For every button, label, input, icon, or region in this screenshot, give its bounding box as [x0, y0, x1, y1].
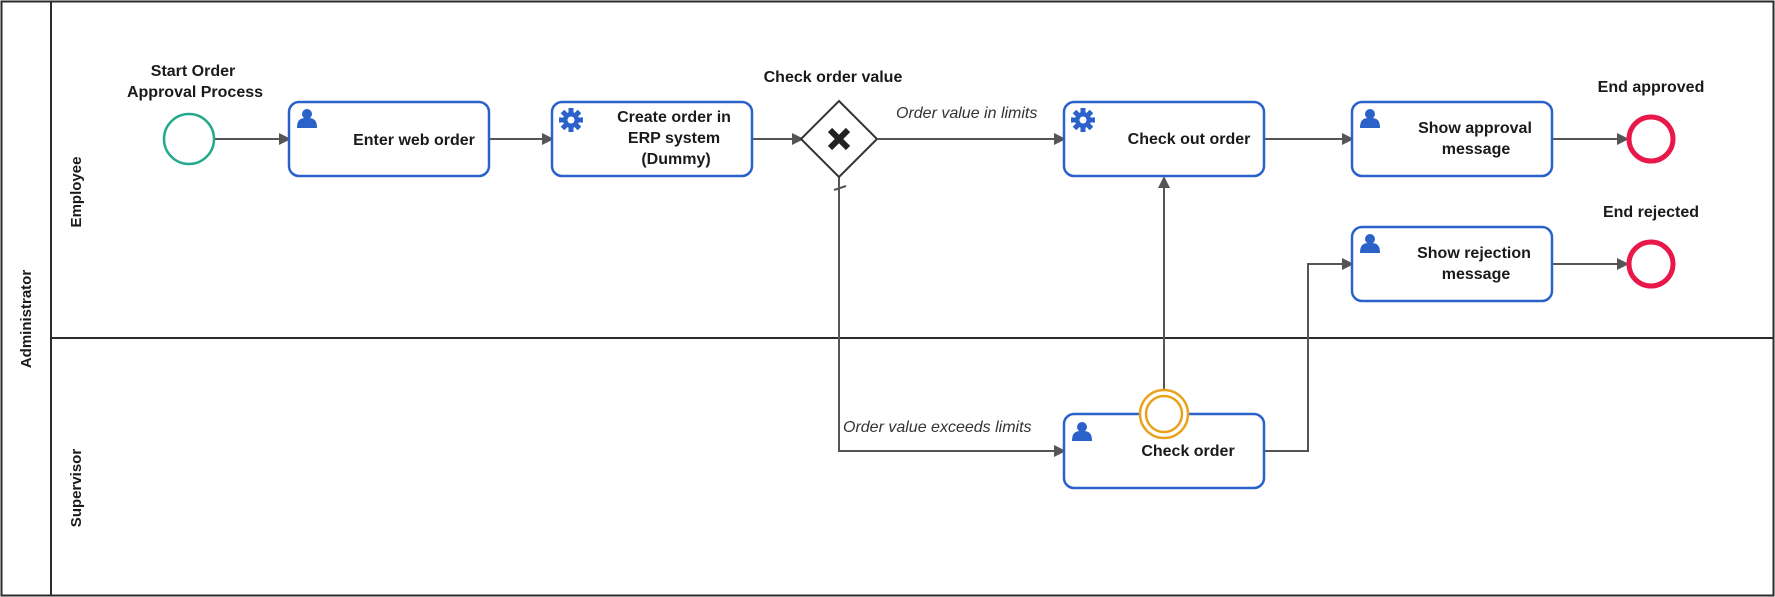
task-label-line2: message — [1442, 141, 1511, 158]
lane-label-supervisor: Supervisor — [68, 449, 85, 528]
start-event-circle — [162, 112, 216, 166]
flow-gateway-to-check-order — [838, 177, 1066, 457]
task-box — [550, 100, 754, 178]
flow-label-exceeds-limits: Order value exceeds limits — [843, 419, 1032, 436]
x-icon — [827, 127, 851, 151]
task-label-line3: (Dummy) — [641, 151, 710, 168]
flow-label-in-limits: Order value in limits — [896, 105, 1037, 122]
gateway-label: Check order value — [764, 69, 903, 86]
boundary-event[interactable] — [1138, 388, 1190, 440]
task-enter-web-order[interactable]: Enter web order — [287, 100, 491, 178]
task-label: Check order — [1141, 443, 1234, 460]
end-event-rejected[interactable] — [1626, 239, 1676, 289]
sequence-flows — [215, 133, 1629, 457]
end-approved-label: End approved — [1598, 79, 1705, 96]
default-flow-marker — [833, 185, 847, 191]
end-event-circle — [1626, 239, 1676, 289]
end-event-approved[interactable] — [1626, 114, 1676, 164]
task-label: Check out order — [1128, 131, 1251, 148]
boundary-event-inner — [1144, 394, 1184, 434]
task-show-rejection-message[interactable]: Show rejection message — [1350, 225, 1554, 303]
flow-check-order-to-rejection — [1265, 258, 1354, 452]
start-event[interactable] — [162, 112, 216, 166]
task-label-line1: Show rejection — [1417, 245, 1531, 262]
task-box — [1350, 100, 1554, 178]
task-label-line2: ERP system — [628, 130, 720, 147]
task-box — [287, 100, 491, 178]
end-rejected-label: End rejected — [1603, 204, 1699, 221]
task-label-line1: Create order in — [617, 109, 731, 126]
pool-label: Administrator — [18, 270, 35, 369]
task-box — [1062, 100, 1266, 178]
task-check-out-order[interactable]: Check out order — [1062, 100, 1266, 178]
task-create-order-erp[interactable]: Create order in ERP system (Dummy) — [550, 100, 754, 178]
task-label: Enter web order — [353, 132, 475, 149]
gear-icon-hole — [567, 116, 575, 124]
end-event-circle — [1626, 114, 1676, 164]
task-show-approval-message[interactable]: Show approval message — [1350, 100, 1554, 178]
gear-icon-hole — [1079, 116, 1087, 124]
task-label-line2: message — [1442, 266, 1511, 283]
start-event-label-line1: Start Order — [151, 63, 235, 80]
lane-label-employee: Employee — [68, 157, 85, 228]
start-event-label-line2: Approval Process — [127, 84, 263, 101]
task-box — [1350, 225, 1554, 303]
exclusive-gateway[interactable] — [799, 99, 879, 179]
task-label-line1: Show approval — [1418, 120, 1532, 137]
